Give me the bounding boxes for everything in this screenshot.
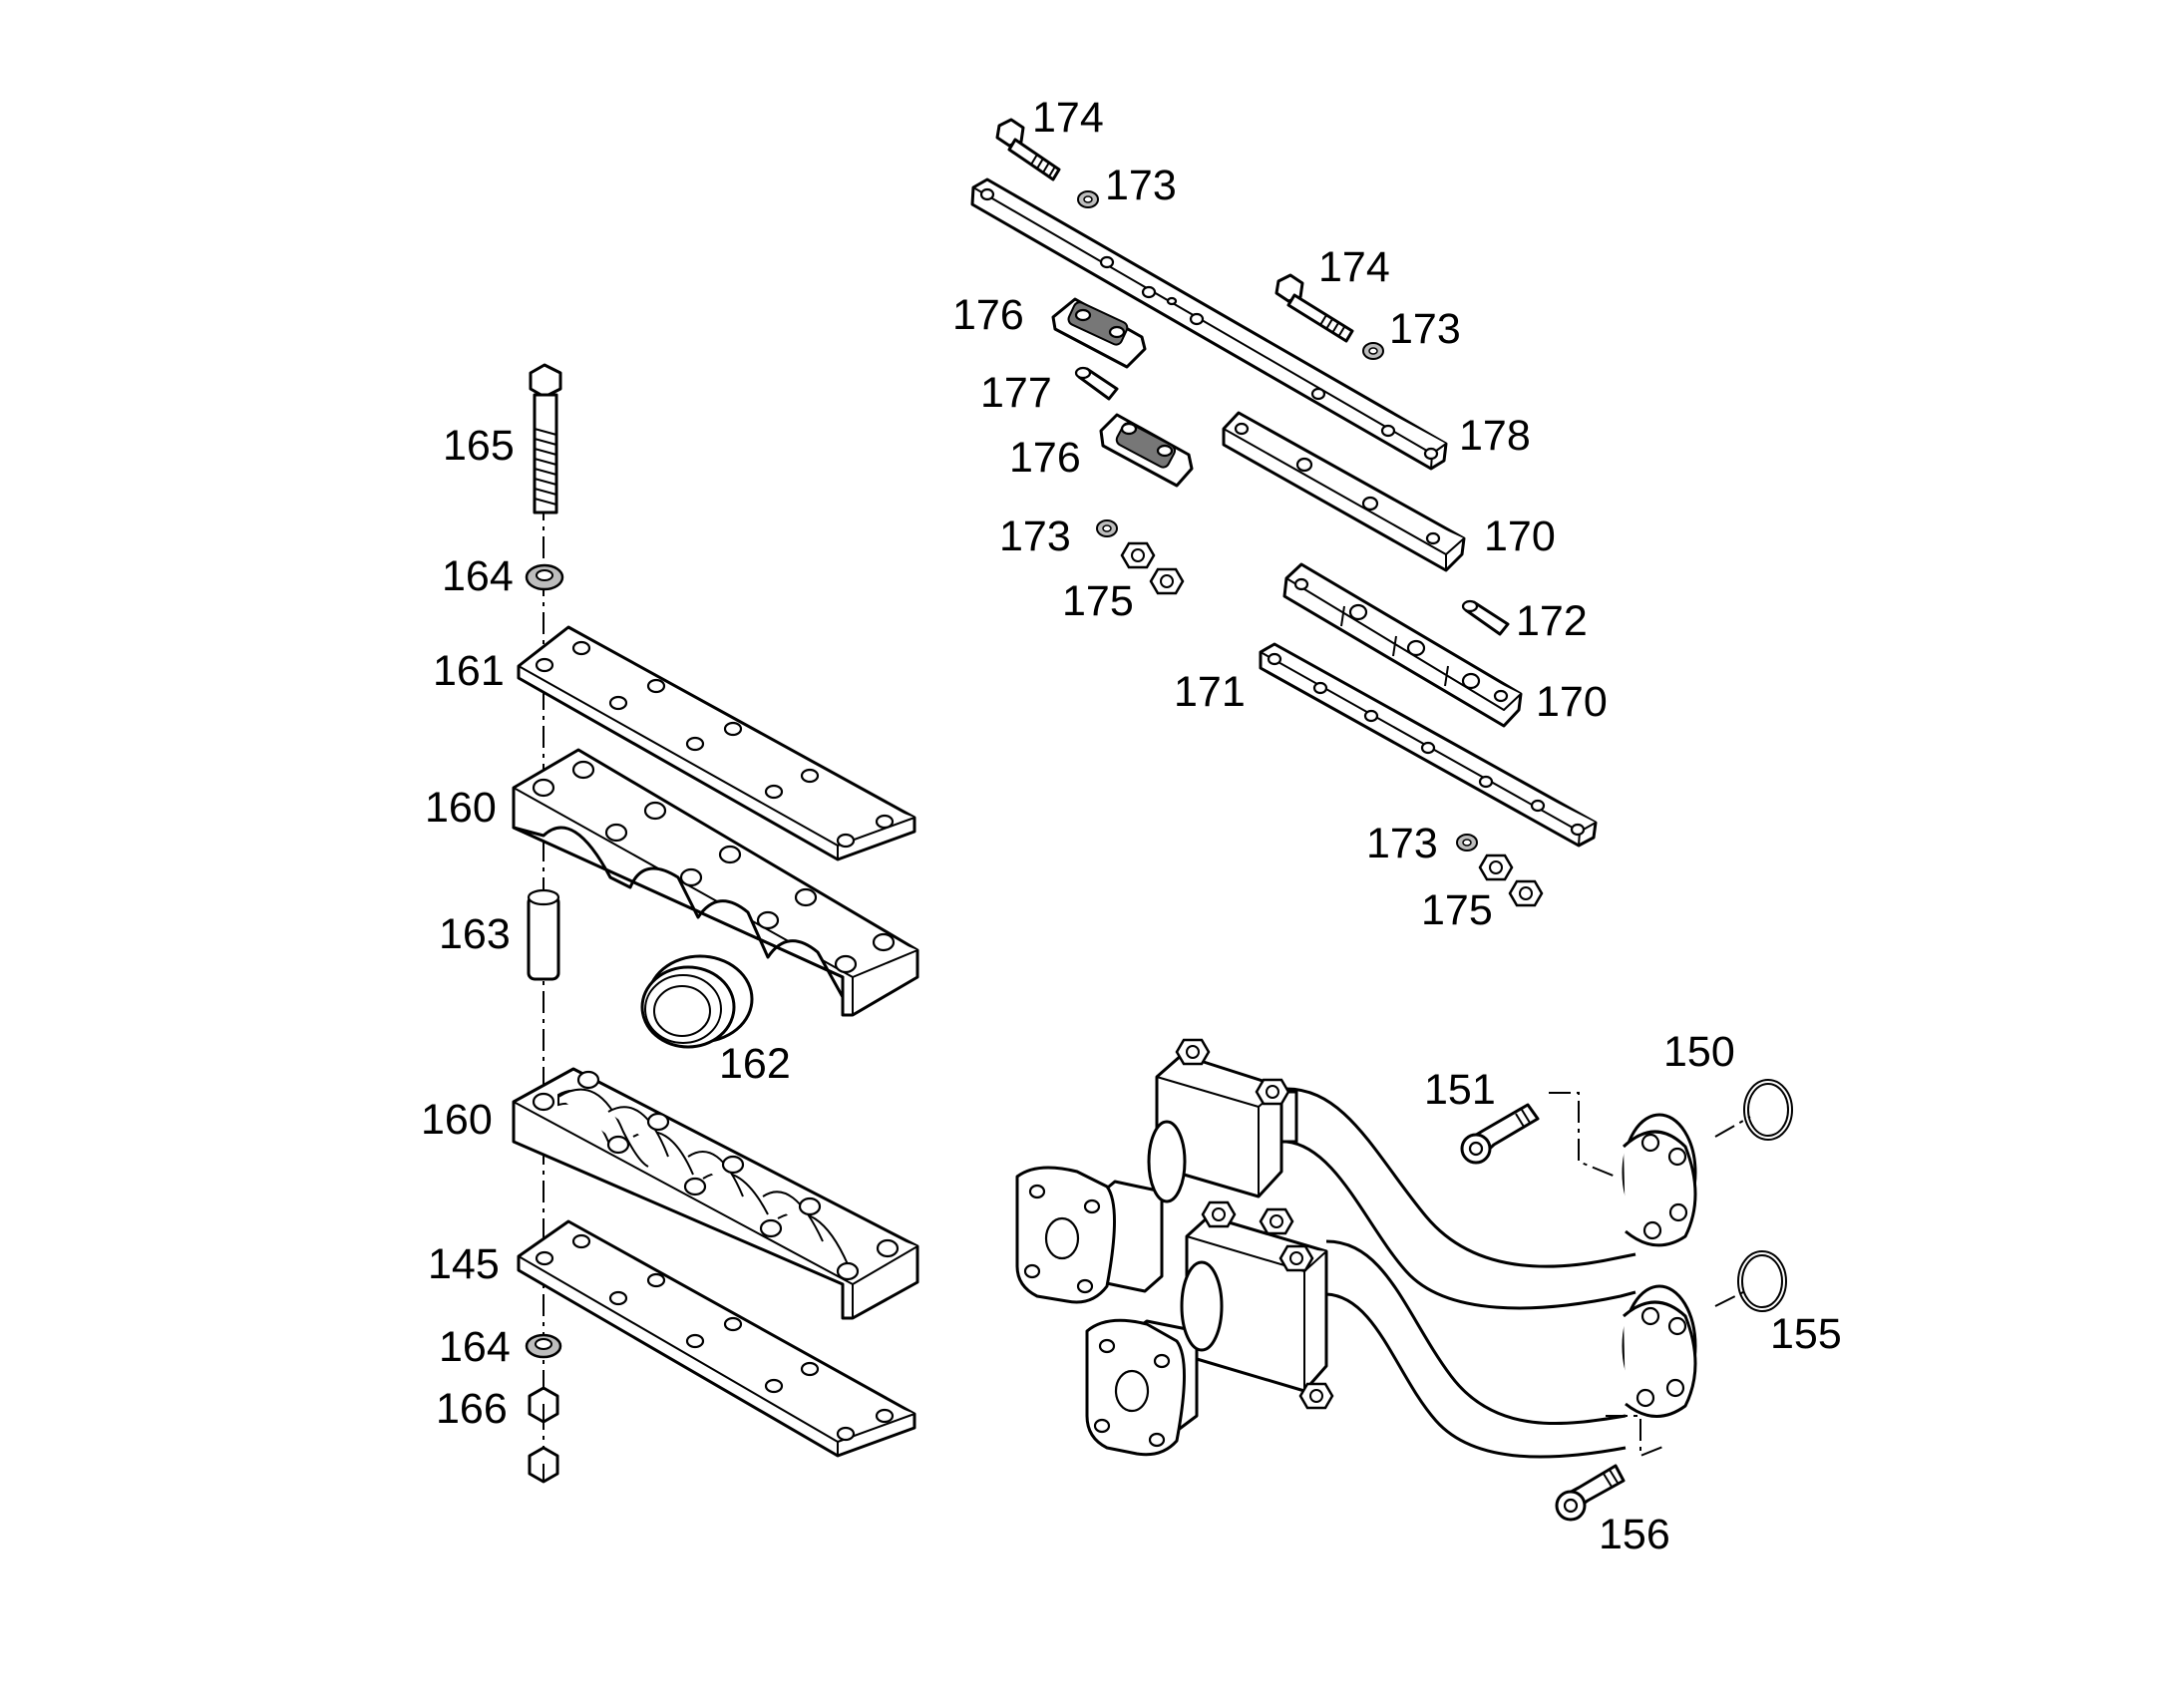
part-173-washer-a xyxy=(1077,190,1099,208)
label-161: 161 xyxy=(433,647,505,695)
part-166-nut-lower xyxy=(528,1446,559,1484)
part-170-block-row xyxy=(1282,562,1523,728)
part-173-washer-b xyxy=(1362,342,1384,360)
part-178-bar xyxy=(970,177,1448,471)
part-156-cap-screw xyxy=(1555,1464,1626,1522)
part-163-sleeve xyxy=(527,888,560,981)
part-number-labels: 174 173 174 173 176 177 178 176 173 170 … xyxy=(421,94,1842,1558)
part-175-nut-a xyxy=(1120,541,1156,569)
label-170: 170 xyxy=(1484,512,1556,560)
leader-156 xyxy=(1606,1415,1666,1458)
label-151: 151 xyxy=(1424,1066,1496,1114)
part-173-washer-d xyxy=(1456,834,1478,852)
leader-151 xyxy=(1549,1092,1617,1178)
label-162: 162 xyxy=(719,1040,791,1088)
part-150-ring xyxy=(1743,1079,1793,1141)
label-170: 170 xyxy=(1536,678,1608,726)
part-pipe-upper xyxy=(1274,1087,1697,1310)
part-160-clamp-upper xyxy=(512,748,919,1017)
label-155: 155 xyxy=(1770,1310,1842,1358)
label-176: 176 xyxy=(952,291,1024,339)
label-173: 173 xyxy=(999,512,1071,560)
part-176-clamp-block-lower xyxy=(1099,413,1194,488)
part-165-bolt xyxy=(529,363,562,514)
part-pipe-clamp-upper xyxy=(1095,1038,1294,1293)
part-171-bar xyxy=(1259,642,1598,848)
part-172-pin xyxy=(1461,599,1510,636)
label-175: 175 xyxy=(1421,886,1493,934)
label-156: 156 xyxy=(1599,1511,1670,1558)
part-173-washer-c xyxy=(1096,519,1118,537)
label-178: 178 xyxy=(1459,412,1531,460)
part-175-nut-d xyxy=(1508,879,1544,907)
label-150: 150 xyxy=(1663,1028,1735,1076)
leader-155 xyxy=(1714,1290,1746,1307)
leader-150 xyxy=(1714,1116,1751,1138)
part-161-plate xyxy=(517,625,916,861)
part-164-washer-bottom xyxy=(525,1333,562,1359)
label-174: 174 xyxy=(1318,243,1390,291)
part-164-washer-top xyxy=(525,563,564,591)
part-174-bolt-lower xyxy=(1274,273,1354,343)
label-160: 160 xyxy=(421,1096,493,1144)
part-pipe-lower xyxy=(1325,1239,1697,1459)
part-175-nut-c xyxy=(1478,854,1514,881)
label-173: 173 xyxy=(1105,162,1177,209)
part-160-clamp-lower xyxy=(512,1067,919,1320)
part-pipe-flange-upper xyxy=(1015,1166,1116,1304)
label-171: 171 xyxy=(1174,668,1246,716)
label-163: 163 xyxy=(439,910,511,958)
label-173: 173 xyxy=(1389,305,1461,353)
label-172: 172 xyxy=(1516,597,1588,645)
part-155-ring xyxy=(1737,1250,1787,1312)
label-176: 176 xyxy=(1009,434,1081,482)
part-175-nut-b xyxy=(1149,567,1185,595)
label-166: 166 xyxy=(436,1385,508,1433)
part-174-bolt-upper xyxy=(995,118,1061,181)
label-165: 165 xyxy=(443,422,515,470)
label-175: 175 xyxy=(1062,577,1134,625)
part-176-clamp-block-upper xyxy=(1051,297,1147,369)
label-164: 164 xyxy=(442,552,514,600)
label-160: 160 xyxy=(425,784,497,832)
part-151-cap-screw xyxy=(1460,1103,1540,1165)
part-145-plate xyxy=(517,1219,916,1458)
part-162-bushing xyxy=(640,954,754,1049)
label-173: 173 xyxy=(1366,820,1438,867)
part-166-nut-upper xyxy=(528,1386,559,1424)
label-174: 174 xyxy=(1032,94,1104,142)
label-145: 145 xyxy=(428,1240,500,1288)
label-177: 177 xyxy=(980,369,1052,417)
part-pipe-flange-lower xyxy=(1085,1318,1186,1457)
part-177-pin xyxy=(1074,366,1119,401)
label-164: 164 xyxy=(439,1323,511,1371)
part-170-bar-upper xyxy=(1222,411,1466,572)
